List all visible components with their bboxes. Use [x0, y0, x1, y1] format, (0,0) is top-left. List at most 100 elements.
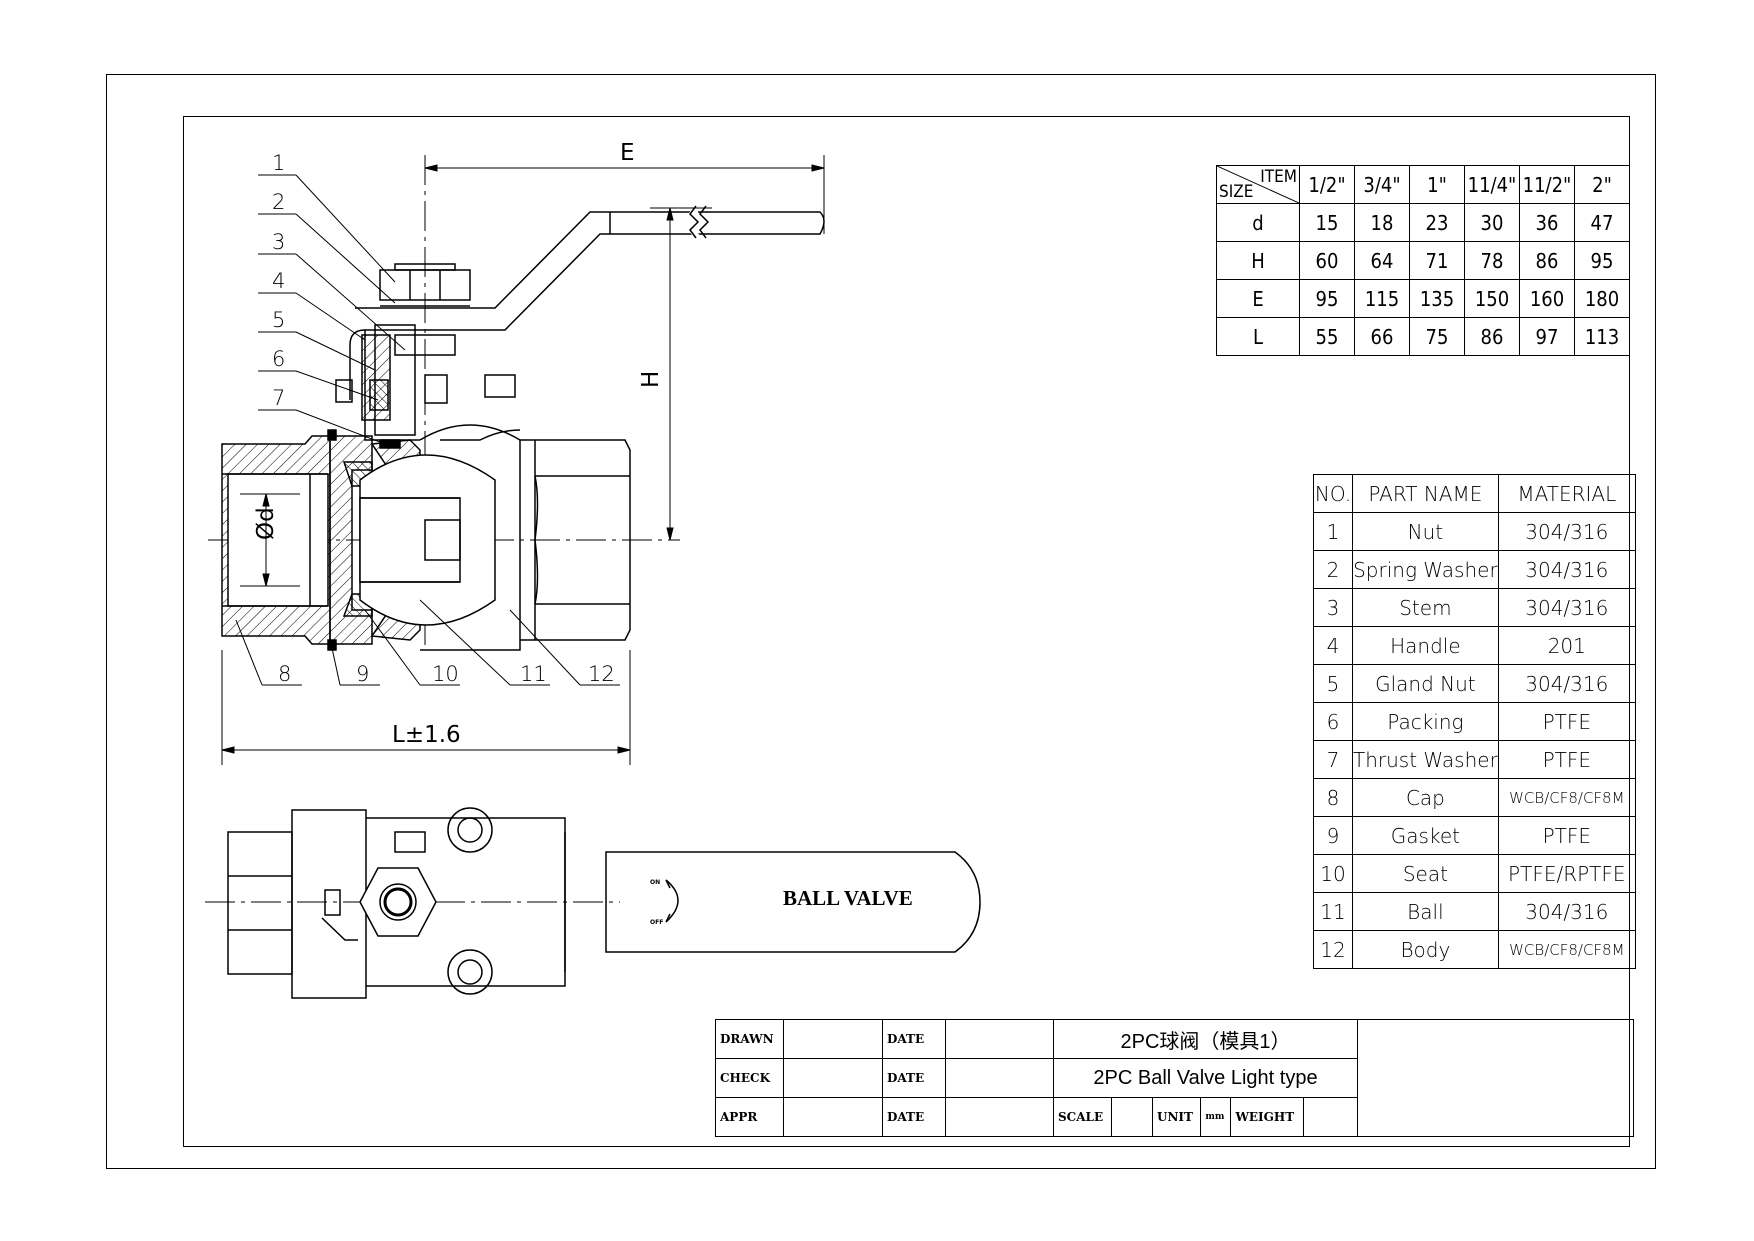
size-col: 1" — [1409, 165, 1465, 204]
title-block-blank — [1357, 1097, 1634, 1137]
dim-label-l: L±1.6 — [392, 722, 461, 748]
part-name: Stem — [1352, 588, 1499, 627]
dim-label-e: E — [620, 140, 635, 166]
part-name: Ball — [1352, 892, 1499, 931]
corner-item-label: ITEM — [1260, 167, 1297, 187]
corner-size-label: SIZE — [1219, 182, 1254, 202]
date-value — [945, 1019, 1054, 1059]
size-cell: 95 — [1299, 279, 1355, 318]
size-cell: 180 — [1574, 279, 1630, 318]
size-cell: 115 — [1354, 279, 1410, 318]
title-chinese: 2PC球阀（模具1） — [1053, 1019, 1358, 1059]
part-name: Gland Nut — [1352, 664, 1499, 703]
size-col: 1/2" — [1299, 165, 1355, 204]
part-material: 304/316 — [1498, 588, 1636, 627]
part-no: 1 — [1313, 512, 1353, 551]
date-label: DATE — [882, 1097, 946, 1137]
part-no: 10 — [1313, 854, 1353, 893]
size-table-corner: ITEM SIZE — [1216, 165, 1300, 204]
scale-label: SCALE — [1052, 1097, 1113, 1137]
balloon-10: 10 — [432, 662, 459, 686]
size-col: 3/4" — [1354, 165, 1410, 204]
header-no: NO. — [1313, 474, 1353, 513]
size-row: d 15 18 23 30 36 47 — [1216, 203, 1630, 242]
size-cell: 97 — [1519, 317, 1575, 356]
size-row-name: E — [1216, 279, 1300, 318]
date-label: DATE — [882, 1058, 946, 1098]
unit-value: mm — [1200, 1097, 1232, 1137]
title-block: DRAWN DATE 2PC球阀（模具1） CHECK DATE 2PC Bal… — [715, 1019, 1634, 1137]
balloon-6: 6 — [272, 347, 285, 371]
corner-diagonal — [1217, 166, 1299, 203]
part-name: Cap — [1352, 778, 1499, 817]
part-name: Nut — [1352, 512, 1499, 551]
part-material: PTFE/RPTFE — [1498, 854, 1636, 893]
balloon-1: 1 — [272, 151, 285, 175]
part-no: 5 — [1313, 664, 1353, 703]
check-label: CHECK — [715, 1058, 784, 1098]
part-material: 304/316 — [1498, 892, 1636, 931]
size-cell: 86 — [1519, 241, 1575, 280]
handle-on-label: ON — [650, 879, 660, 886]
part-no: 7 — [1313, 740, 1353, 779]
title-english: 2PC Ball Valve Light type — [1053, 1058, 1358, 1098]
handle-off-label: OFF — [650, 919, 663, 926]
dim-label-h: H — [638, 371, 664, 388]
part-name: Packing — [1352, 702, 1499, 741]
size-table-header: ITEM SIZE 1/2" 3/4" 1" 11/4" 11/2" 2" — [1216, 165, 1630, 204]
part-name: Handle — [1352, 626, 1499, 665]
size-cell: 71 — [1409, 241, 1465, 280]
drawn-value — [783, 1019, 883, 1059]
size-col: 11/2" — [1519, 165, 1575, 204]
size-cell: 113 — [1574, 317, 1630, 356]
part-name: Gasket — [1352, 816, 1499, 855]
appr-value — [783, 1097, 883, 1137]
size-cell: 95 — [1574, 241, 1630, 280]
side-section-view — [208, 155, 825, 651]
top-view — [205, 807, 981, 999]
date-label: DATE — [882, 1019, 946, 1059]
part-no: 2 — [1313, 550, 1353, 589]
title-block-blank — [1357, 1058, 1634, 1098]
balloon-9: 9 — [356, 662, 369, 686]
part-material: PTFE — [1498, 740, 1636, 779]
weight-value — [1303, 1097, 1358, 1137]
check-value — [783, 1058, 883, 1098]
part-name: Seat — [1352, 854, 1499, 893]
part-no: 12 — [1313, 930, 1353, 969]
balloon-4: 4 — [272, 269, 285, 293]
size-cell: 135 — [1409, 279, 1465, 318]
size-cell: 15 — [1299, 203, 1355, 242]
part-no: 11 — [1313, 892, 1353, 931]
size-col: 2" — [1574, 165, 1630, 204]
size-cell: 18 — [1354, 203, 1410, 242]
size-cell: 23 — [1409, 203, 1465, 242]
part-name: Thrust Washer — [1352, 740, 1499, 779]
part-material: 304/316 — [1498, 664, 1636, 703]
balloon-5: 5 — [272, 308, 285, 332]
size-cell: 30 — [1464, 203, 1520, 242]
header-material: MATERIAL — [1498, 474, 1636, 513]
size-row: H 60 64 71 78 86 95 — [1216, 241, 1630, 280]
part-material: WCB/CF8/CF8M — [1498, 930, 1636, 969]
part-material: 304/316 — [1498, 550, 1636, 589]
date-value — [945, 1097, 1054, 1137]
size-row-name: d — [1216, 203, 1300, 242]
part-material: WCB/CF8/CF8M — [1498, 778, 1636, 817]
drawing-outer-border — [106, 74, 1656, 1169]
part-no: 6 — [1313, 702, 1353, 741]
part-no: 4 — [1313, 626, 1353, 665]
size-cell: 47 — [1574, 203, 1630, 242]
size-cell: 160 — [1519, 279, 1575, 318]
scale-value — [1111, 1097, 1153, 1137]
part-no: 8 — [1313, 778, 1353, 817]
